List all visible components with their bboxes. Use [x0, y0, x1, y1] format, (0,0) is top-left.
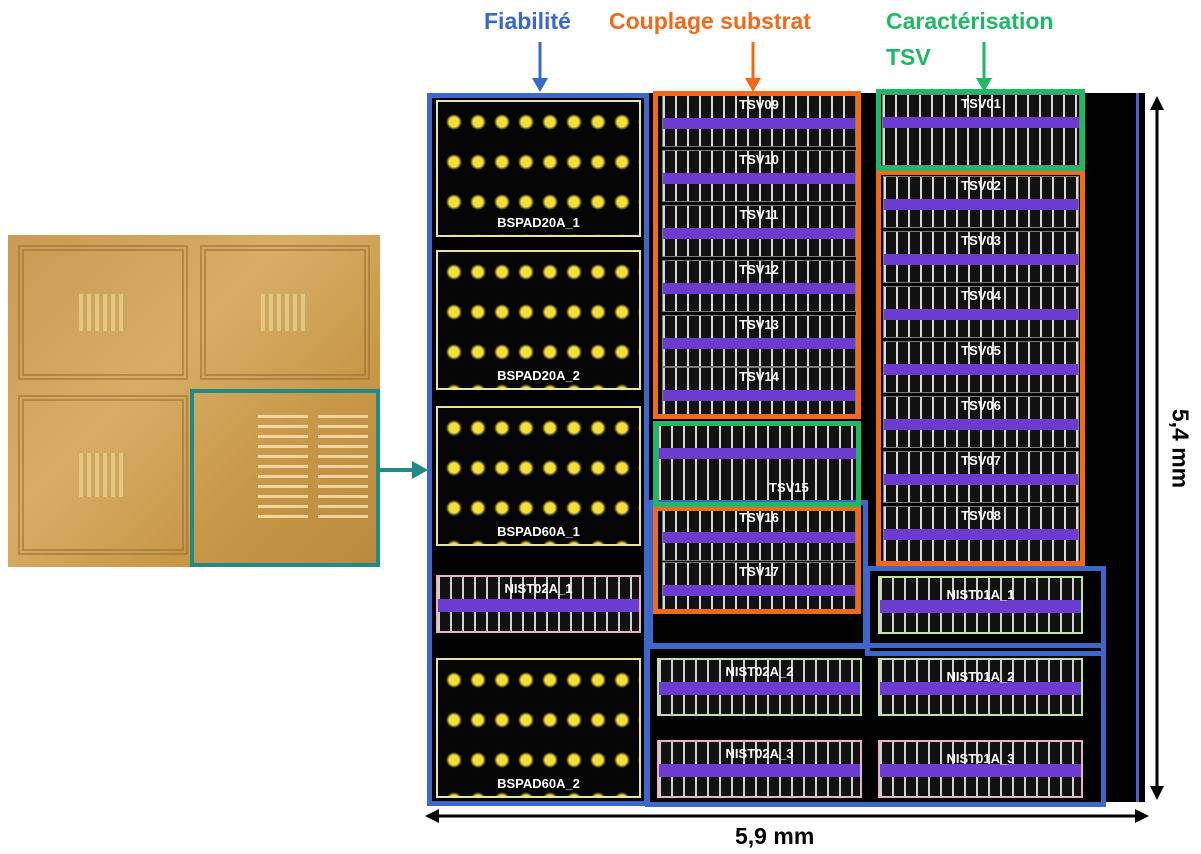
group-fiabilite-bottom	[645, 643, 1106, 807]
block-label: TSV01	[961, 96, 1001, 111]
photo-die-top-left	[18, 245, 188, 380]
block-tsv03: TSV03	[883, 231, 1079, 283]
zoom-arrow-icon	[380, 461, 428, 479]
block-bspad60a-2: BSPAD60A_2	[436, 658, 641, 798]
block-bspad60a-1: BSPAD60A_1	[436, 406, 641, 546]
block-label: TSV12	[739, 262, 779, 277]
block-label: NIST02A_3	[725, 746, 794, 761]
height-dimension-label: 5,4 mm	[1167, 408, 1194, 489]
photo-die-top-right	[200, 245, 370, 380]
block-label: TSV08	[961, 508, 1001, 523]
block-tsv07: TSV07	[883, 451, 1079, 503]
group-couplage-upper	[653, 91, 861, 419]
block-label: NIST01A_1	[946, 587, 1015, 602]
wafer-photo	[8, 235, 380, 567]
block-label: TSV10	[739, 152, 779, 167]
width-dimension-arrow-icon	[425, 809, 1149, 823]
fiabilite-arrow-icon	[532, 42, 548, 92]
block-label: NIST02A_1	[504, 581, 573, 596]
width-dimension-label: 5,9 mm	[735, 823, 815, 849]
block-tsv15: TSV15	[658, 425, 858, 502]
block-label: TSV07	[961, 453, 1001, 468]
group-caracterisation-tsv01	[876, 89, 1085, 171]
block-label: BSPAD60A_1	[497, 524, 580, 539]
block-label: TSV04	[961, 288, 1001, 303]
photo-highlight-frame	[190, 389, 380, 567]
block-nist02a-2: NIST02A_2	[657, 658, 862, 716]
group-couplage-lower	[653, 506, 861, 614]
block-tsv05: TSV05	[883, 341, 1079, 393]
block-nist02a-3: NIST02A_3	[657, 740, 862, 798]
category-couplage-substrat: Couplage substrat	[609, 8, 811, 34]
block-label: BSPAD20A_1	[497, 215, 580, 230]
block-tsv12: TSV12	[662, 260, 856, 312]
height-dimension-arrow-icon	[1150, 96, 1164, 800]
block-label: NIST01A_2	[946, 669, 1015, 684]
block-tsv04: TSV04	[883, 286, 1079, 338]
chip-edge-line	[1136, 93, 1139, 802]
block-label: TSV05	[961, 343, 1001, 358]
block-tsv16: TSV16	[662, 509, 856, 561]
caracterisation-arrow-icon	[976, 42, 992, 92]
group-fiabilite-right	[865, 566, 1106, 656]
block-tsv11: TSV11	[662, 205, 856, 257]
block-label: BSPAD20A_2	[497, 368, 580, 383]
block-bspad20a-2: BSPAD20A_2	[436, 250, 641, 390]
block-label: TSV13	[739, 317, 779, 332]
block-label: TSV11	[739, 207, 779, 222]
block-label: TSV17	[739, 564, 779, 579]
group-caracterisation-tsv15	[653, 421, 861, 507]
block-label: NIST01A_3	[946, 751, 1015, 766]
block-bspad20a-1: BSPAD20A_1	[436, 100, 641, 237]
block-nist02a-1: NIST02A_1	[436, 575, 641, 633]
block-label: TSV03	[961, 233, 1001, 248]
block-tsv08: TSV08	[883, 506, 1079, 562]
category-fiabilite: Fiabilité	[484, 8, 571, 34]
block-tsv06: TSV06	[883, 396, 1079, 448]
category-caracterisation-tsv: TSV	[886, 44, 931, 70]
block-label: TSV16	[739, 510, 779, 525]
photo-die-bottom-left	[18, 395, 188, 555]
block-label: TSV06	[961, 398, 1001, 413]
couplage-arrow-icon	[745, 42, 761, 92]
block-tsv14: TSV14	[662, 367, 856, 415]
category-caracterisation: Caractérisation	[886, 8, 1054, 34]
group-couplage-right	[876, 170, 1085, 566]
group-fiabilite-left	[427, 93, 649, 806]
photo-test-structure-right	[318, 415, 368, 525]
block-tsv17: TSV17	[662, 562, 856, 610]
photo-test-structure-left	[258, 415, 308, 525]
block-label: TSV15	[769, 480, 809, 495]
block-tsv13: TSV13	[662, 315, 856, 367]
block-label: TSV02	[961, 178, 1001, 193]
block-tsv01: TSV01	[882, 94, 1080, 166]
block-label: NIST02A_2	[725, 664, 794, 679]
block-label: TSV09	[739, 97, 779, 112]
block-tsv02: TSV02	[883, 176, 1079, 228]
block-tsv09: TSV09	[662, 95, 856, 147]
block-nist01a-1: NIST01A_1	[878, 576, 1083, 634]
block-label: TSV14	[739, 369, 779, 384]
block-label: BSPAD60A_2	[497, 776, 580, 791]
block-tsv10: TSV10	[662, 150, 856, 202]
block-nist01a-2: NIST01A_2	[878, 658, 1083, 716]
block-nist01a-3: NIST01A_3	[878, 740, 1083, 798]
